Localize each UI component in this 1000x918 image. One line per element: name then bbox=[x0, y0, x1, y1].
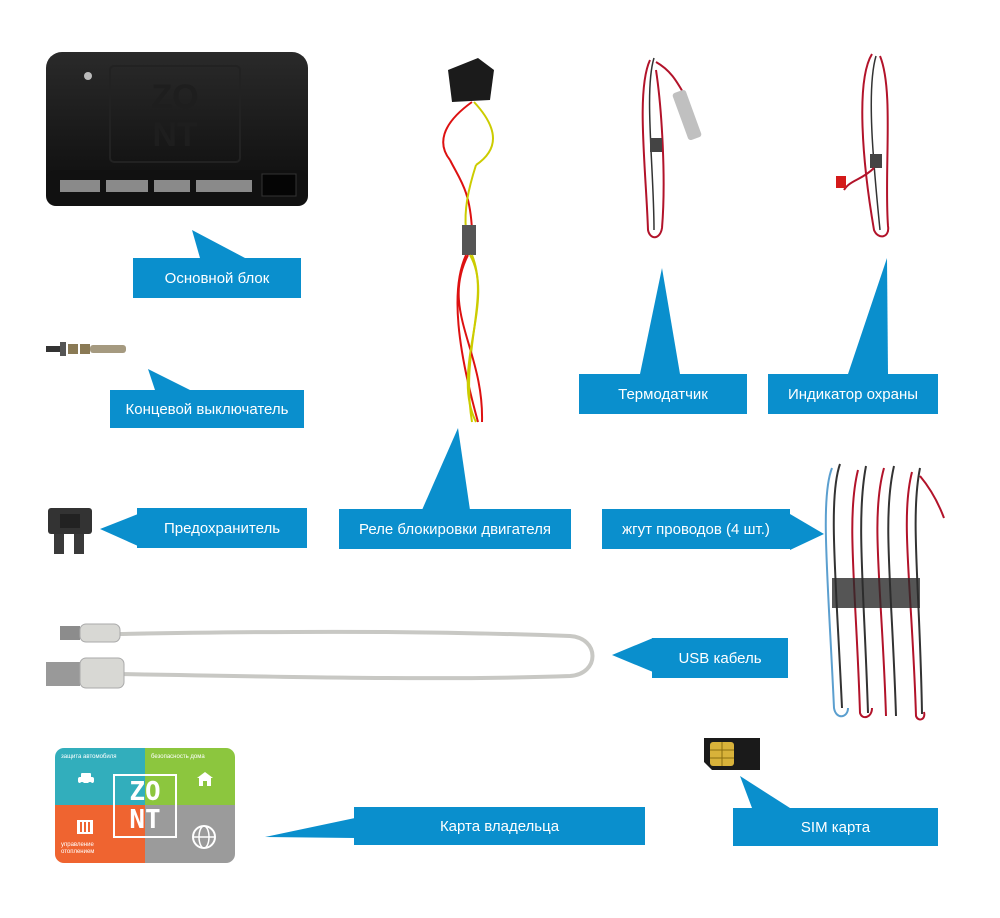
label-fuse: Предохранитель bbox=[137, 508, 307, 548]
engine-relay-image bbox=[442, 58, 494, 423]
globe-icon bbox=[192, 825, 216, 849]
card-logo: ZO NT bbox=[113, 774, 177, 838]
card-text-car: защита автомобиля bbox=[61, 754, 117, 760]
wire-harness-image bbox=[824, 463, 945, 721]
sim-card-image bbox=[704, 738, 760, 770]
arrow-engine-relay bbox=[422, 428, 470, 510]
radiator-icon bbox=[77, 820, 93, 834]
temp-sensor-image bbox=[641, 57, 702, 239]
arrow-limit-switch bbox=[148, 369, 190, 390]
card-logo-line1: ZO bbox=[129, 777, 161, 807]
arrow-wire-harness bbox=[790, 514, 824, 550]
usb-cable-image bbox=[46, 623, 595, 689]
label-limit-switch: Концевой выключатель bbox=[110, 390, 304, 428]
car-icon bbox=[78, 773, 94, 786]
arrow-owner-card bbox=[265, 818, 355, 838]
card-text-heating: управление отоплением bbox=[61, 842, 95, 855]
label-alarm-indicator: Индикатор охраны bbox=[768, 374, 938, 414]
card-quadrant-home bbox=[145, 748, 235, 805]
svg-text:NT: NT bbox=[152, 116, 198, 154]
label-owner-card: Карта владельца bbox=[354, 807, 645, 845]
limit-switch-image bbox=[46, 342, 126, 356]
arrow-sim-card bbox=[740, 776, 790, 808]
card-quadrant-car bbox=[55, 748, 145, 805]
arrow-alarm-indicator bbox=[848, 258, 888, 374]
fuse-image bbox=[48, 508, 92, 554]
device-logo: ZO bbox=[151, 78, 198, 116]
home-icon bbox=[197, 772, 213, 786]
card-quadrant-heating bbox=[55, 805, 145, 863]
arrow-temp-sensor bbox=[640, 268, 680, 374]
label-main-unit: Основной блок bbox=[133, 258, 301, 298]
label-sim-card: SIM карта bbox=[733, 808, 938, 846]
owner-card: защита автомобиля безопасность дома упра… bbox=[55, 748, 235, 863]
card-quadrant-web bbox=[145, 805, 235, 863]
alarm-indicator-image bbox=[836, 53, 890, 238]
label-temp-sensor: Термодатчик bbox=[579, 374, 747, 414]
arrow-main-unit bbox=[192, 230, 245, 258]
card-logo-line2: NT bbox=[129, 805, 161, 835]
arrow-fuse bbox=[100, 514, 138, 546]
arrow-usb-cable bbox=[612, 638, 653, 672]
main-unit-image: ZO NT bbox=[46, 52, 308, 206]
card-text-home: безопасность дома bbox=[151, 754, 205, 760]
label-engine-relay: Реле блокировки двигателя bbox=[339, 509, 571, 549]
label-wire-harness: жгут проводов (4 шт.) bbox=[602, 509, 790, 549]
label-usb-cable: USB кабель bbox=[652, 638, 788, 678]
